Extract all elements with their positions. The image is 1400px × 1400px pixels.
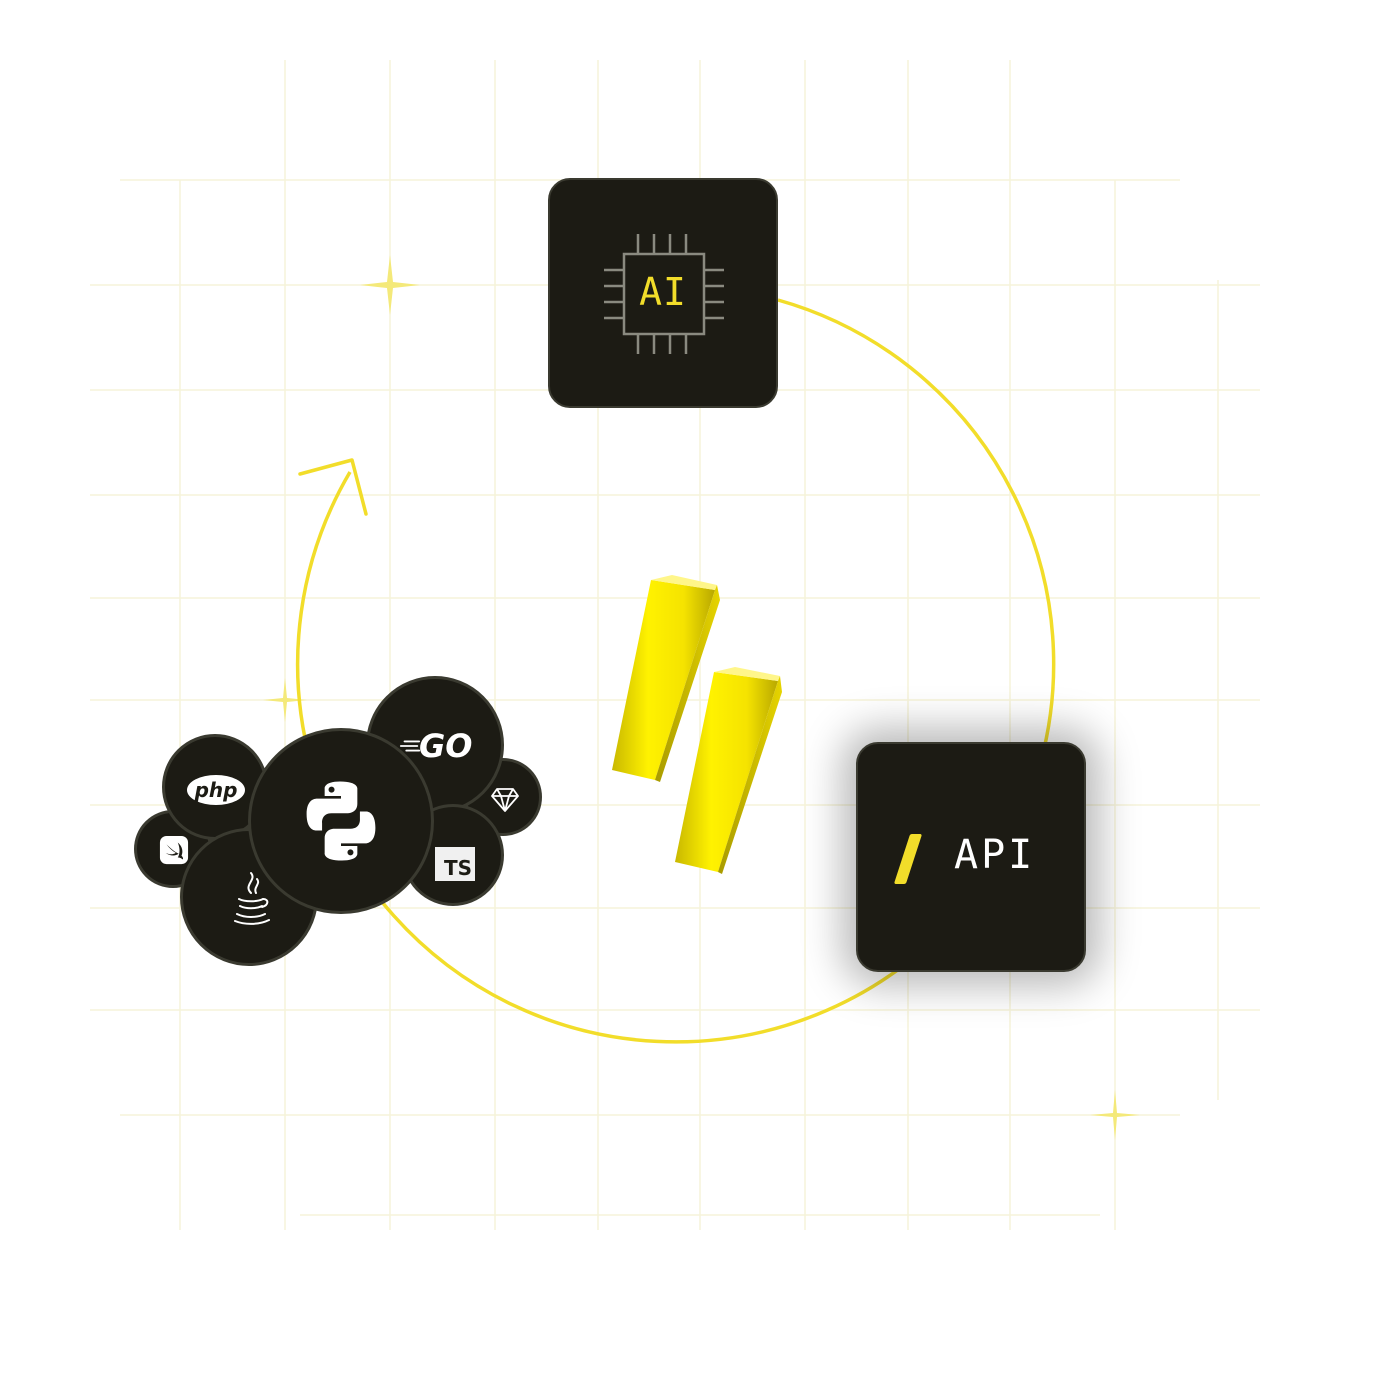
sparkle-icon	[263, 255, 1140, 1140]
php-logo-icon: php	[187, 775, 245, 805]
ruby-logo-icon	[491, 788, 519, 812]
go-speed-lines-icon	[399, 740, 421, 752]
lang-bubble-python[interactable]	[248, 728, 434, 914]
api-node-card[interactable]: API	[856, 742, 1086, 972]
arrow-head-icon	[298, 458, 368, 516]
swift-logo-icon	[159, 835, 189, 865]
api-label: API	[954, 832, 1036, 878]
python-logo-icon	[306, 781, 376, 861]
slash-icon	[893, 834, 923, 884]
typescript-logo-icon: TS	[435, 847, 475, 881]
go-logo-icon: GO	[419, 727, 473, 765]
center-logo-icon	[612, 575, 782, 874]
ai-node-card[interactable]: AI	[548, 178, 778, 408]
ai-label: AI	[639, 270, 687, 314]
cpu-chip-icon	[604, 234, 724, 354]
java-logo-icon	[234, 872, 270, 925]
